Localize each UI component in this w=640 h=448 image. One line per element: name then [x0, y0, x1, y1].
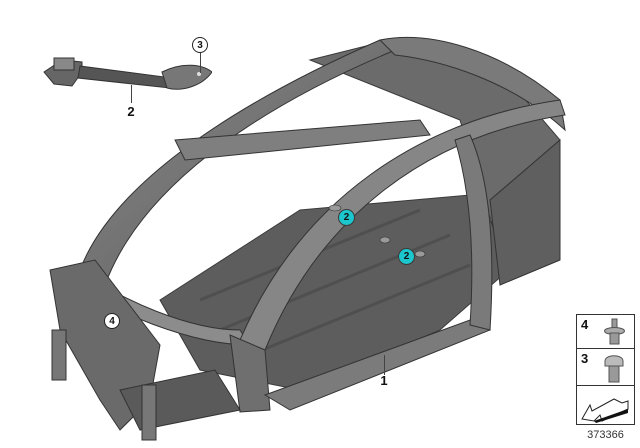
- legend-item-4-label: 4: [581, 317, 589, 332]
- legend-orientation: [576, 385, 635, 425]
- callout-4-label: 4: [109, 315, 115, 327]
- callout-4: 4: [104, 313, 120, 329]
- legend-item-3: 3: [576, 348, 635, 386]
- callout-1-leader: [384, 355, 385, 375]
- document-id: 373366: [587, 429, 624, 441]
- callout-2-leader: [131, 85, 132, 103]
- callout-2-teal-upper: 2: [338, 209, 355, 226]
- legend-item-3-label: 3: [581, 351, 589, 366]
- callout-2-plain: 2: [127, 104, 135, 119]
- strut-part-illustration: [43, 57, 212, 90]
- stud-bolt-icon: [604, 318, 625, 345]
- callout-2-teal-lower-label: 2: [403, 251, 410, 262]
- callout-2-teal-upper-label: 2: [343, 212, 350, 223]
- callout-3-label: 3: [197, 39, 203, 51]
- cap-screw-icon: [604, 355, 624, 383]
- callout-3-leader: [200, 53, 201, 73]
- callout-3: 3: [192, 37, 208, 53]
- callout-2-teal-lower: 2: [398, 248, 415, 265]
- callout-1-plain: 1: [380, 373, 388, 388]
- legend-item-4: 4: [576, 314, 635, 349]
- orientation-arrow-icon: [581, 398, 629, 423]
